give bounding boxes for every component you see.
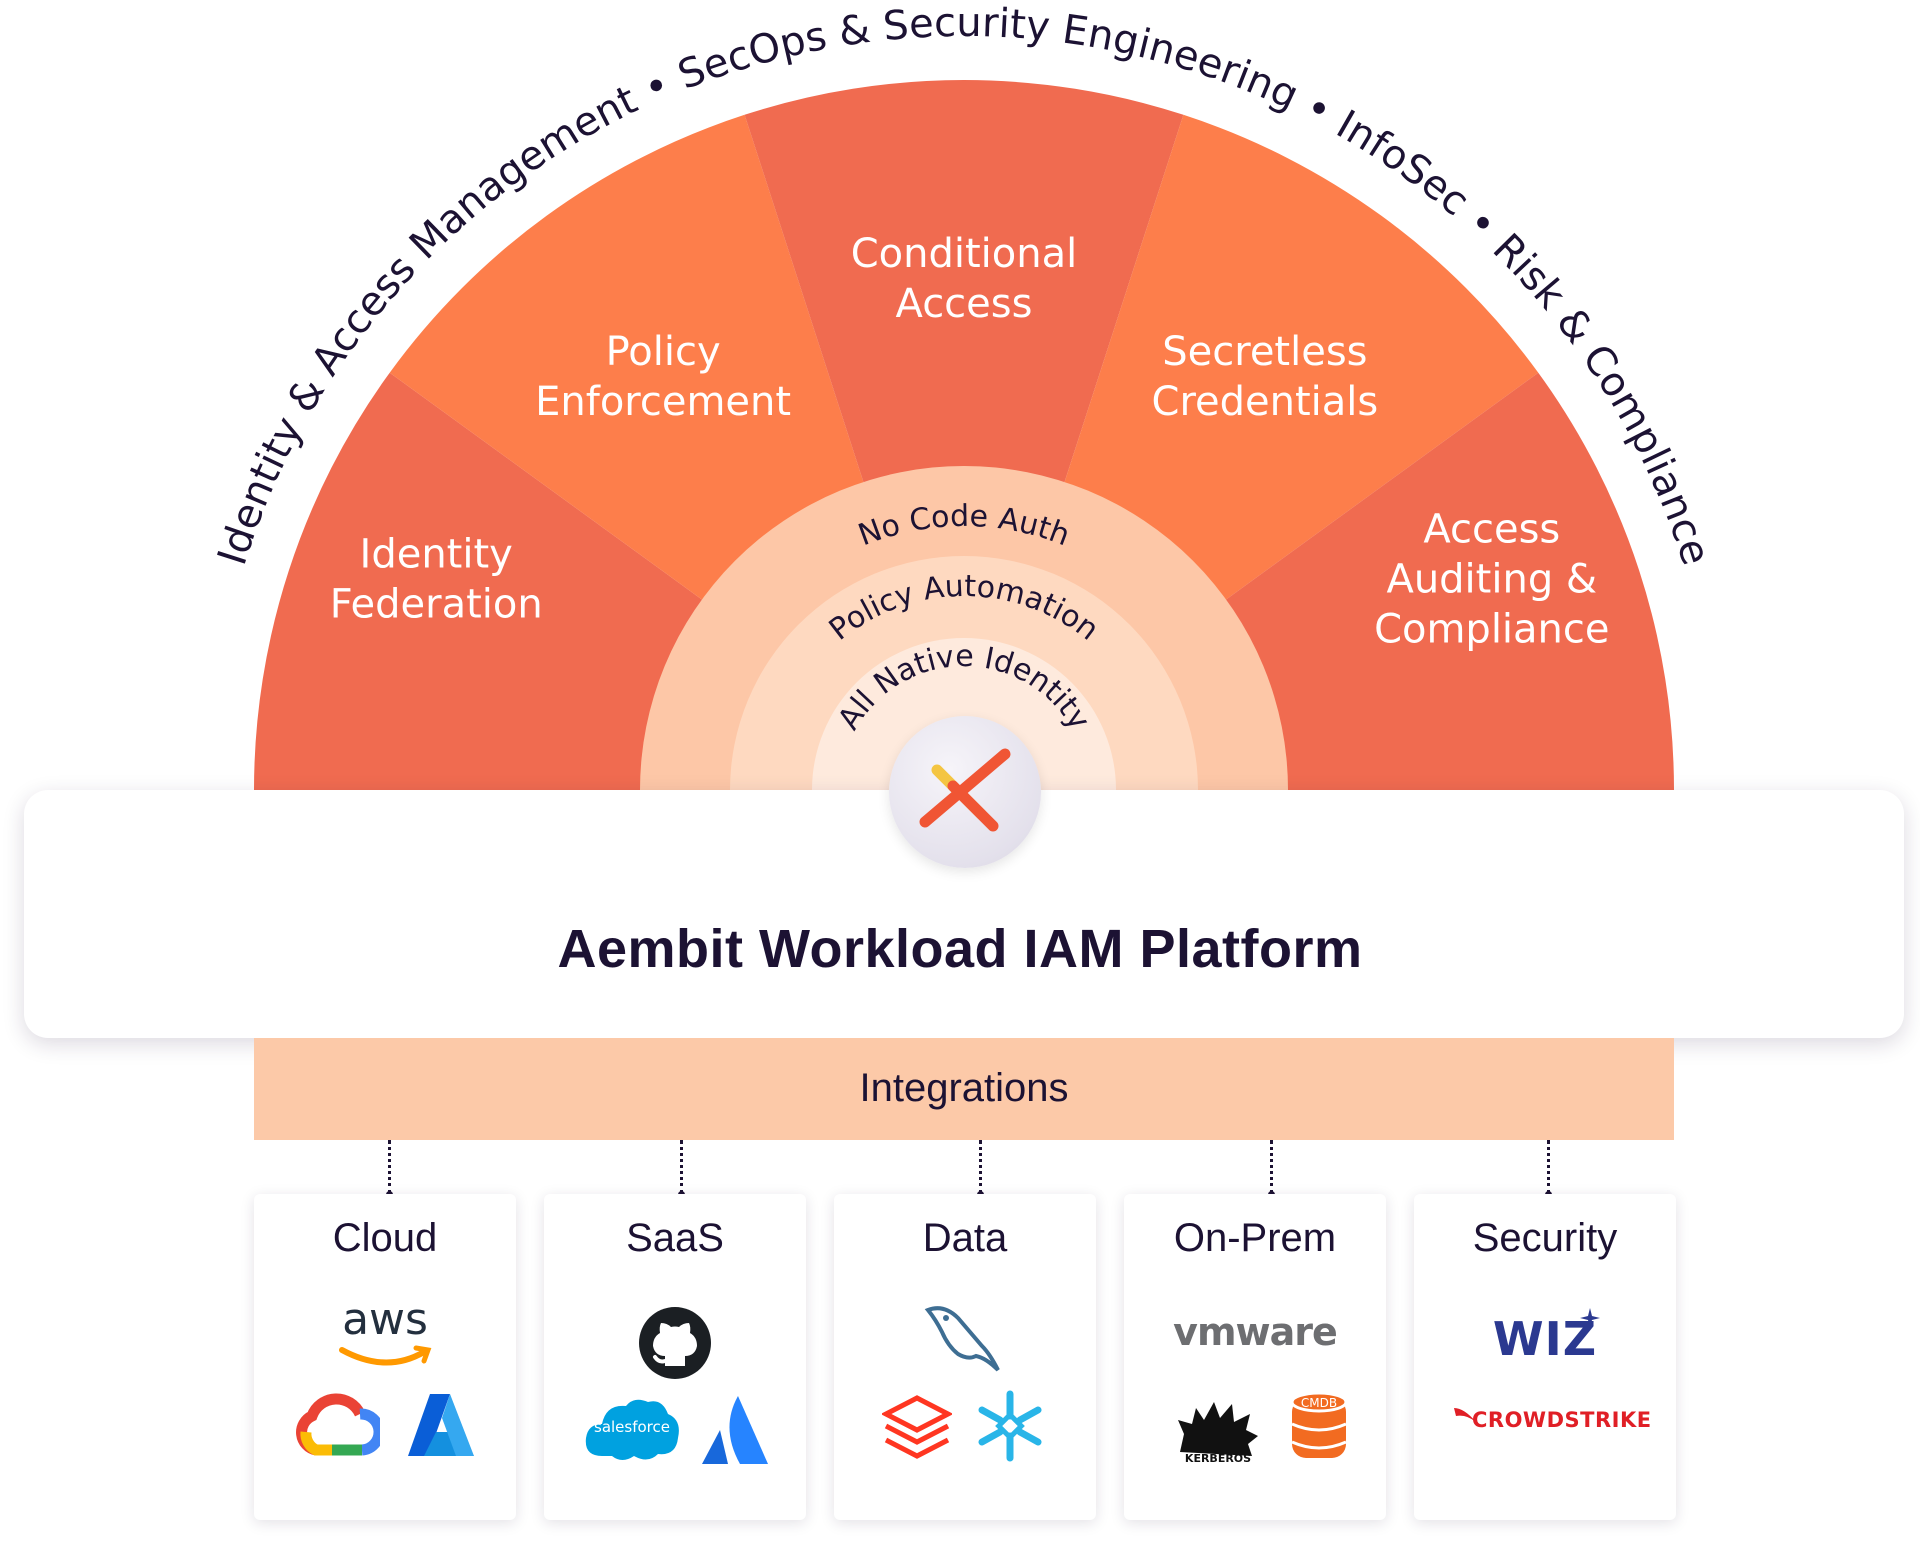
connector-cloud — [386, 1140, 393, 1198]
kerberos-logo-icon — [1178, 1402, 1258, 1456]
salesforce-logo-icon — [585, 1399, 679, 1460]
aws-smile-icon — [339, 1345, 432, 1366]
aws-wordmark: aws — [342, 1294, 428, 1345]
capability-label-line: Secretless — [1162, 329, 1367, 375]
connector-security — [1545, 1140, 1552, 1198]
category-card-on-prem: On-Prem vmware KERBEROS CMDB — [1124, 1194, 1386, 1520]
wiz-wordmark: WIZ — [1492, 1312, 1598, 1366]
capability-label-line: Identity — [360, 532, 513, 578]
category-card-security: Security WIZ CROWDSTRIKE — [1414, 1194, 1676, 1520]
kerberos-wordmark: KERBEROS — [1184, 1452, 1252, 1465]
sector-secretless-credentials — [1061, 114, 1539, 605]
wiz-sparkle-icon — [1580, 1308, 1600, 1328]
databricks-logo-icon — [882, 1395, 952, 1459]
capability-label-line: Compliance — [1374, 607, 1609, 653]
cmdb-wordmark: CMDB — [1300, 1396, 1338, 1410]
integrations-label: Integrations — [859, 1066, 1069, 1110]
integrations-bar: Integrations — [254, 1038, 1674, 1140]
azure-logo-icon — [408, 1394, 474, 1456]
atlassian-logo-icon — [702, 1396, 768, 1464]
snowflake-logo-icon — [978, 1390, 1042, 1462]
sector-access-auditing — [1219, 372, 1674, 790]
connector-saas — [678, 1140, 685, 1198]
mysql-logo-icon — [924, 1306, 1000, 1372]
core-ring-inner — [812, 638, 1116, 790]
connector-on-prem — [1268, 1140, 1275, 1198]
capability-label-line: Enforcement — [535, 379, 791, 425]
category-title: Cloud — [332, 1216, 438, 1260]
category-card-cloud: Cloud aws — [254, 1194, 516, 1520]
category-title: Security — [1472, 1216, 1618, 1260]
connector-data — [977, 1140, 984, 1198]
capability-label-line: Credentials — [1152, 379, 1379, 425]
aembit-mark-icon — [919, 748, 1011, 832]
capability-label-line: Auditing & — [1386, 557, 1597, 603]
capability-label-line: Federation — [330, 582, 543, 628]
category-title: Data — [922, 1216, 1008, 1260]
category-title: SaaS — [626, 1216, 724, 1260]
crowdstrike-wordmark: CROWDSTRIKE — [1472, 1408, 1652, 1432]
category-title: On-Prem — [1173, 1216, 1337, 1260]
crowdstrike-falcon-icon — [1454, 1408, 1476, 1422]
sector-identity-federation — [254, 372, 709, 790]
cmdb-logo-icon — [1290, 1391, 1348, 1458]
platform-title: Aembit Workload IAM Platform — [557, 919, 1363, 979]
vmware-wordmark: vmware — [1173, 1310, 1338, 1354]
salesforce-wordmark: salesforce — [594, 1418, 670, 1436]
category-card-data: Data — [834, 1194, 1096, 1520]
github-logo-icon — [639, 1307, 711, 1379]
google-cloud-logo-icon — [296, 1393, 380, 1456]
sector-policy-enforcement — [389, 114, 867, 605]
capability-label-line: Conditional — [851, 231, 1078, 277]
category-card-saas: SaaS salesforce — [544, 1194, 806, 1520]
capability-label-line: Policy — [606, 329, 721, 375]
sector-conditional-access — [744, 80, 1184, 491]
capability-label-line: Access — [1423, 507, 1560, 553]
capability-label-line: Access — [896, 281, 1033, 327]
aembit-logo — [889, 716, 1041, 868]
